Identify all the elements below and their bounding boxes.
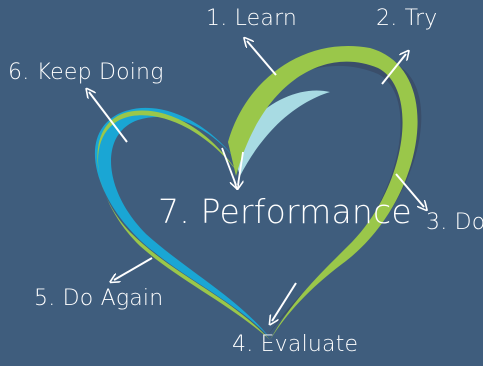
arrow-try — [381, 54, 406, 85]
arrow-learn — [247, 41, 277, 76]
step-do-label: 3. Do — [426, 210, 483, 235]
arrow-do-again — [114, 257, 153, 280]
step-evaluate-label: 4. Evaluate — [232, 332, 359, 357]
arrow-center-left — [221, 147, 236, 185]
center-performance-label: 7. Performance — [158, 192, 412, 231]
heart-blue-left-band — [94, 107, 270, 339]
heart-green-right-band — [228, 45, 418, 340]
arrow-do — [395, 173, 424, 207]
step-learn-label: 1. Learn — [206, 6, 298, 31]
arrow-evaluate — [272, 282, 297, 321]
step-do-again-label: 5. Do Again — [34, 286, 164, 311]
step-try-label: 2. Try — [376, 6, 438, 31]
step-keep-doing-label: 6. Keep Doing — [8, 60, 164, 85]
arrow-keep-doing — [89, 92, 128, 143]
arrow-center-right — [238, 151, 244, 185]
